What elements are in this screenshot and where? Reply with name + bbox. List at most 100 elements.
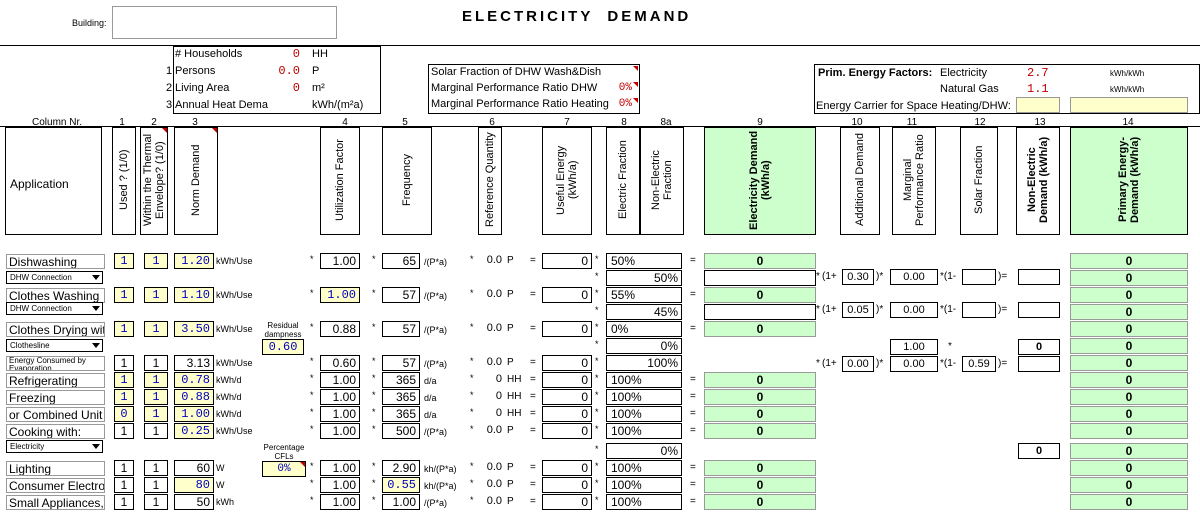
util-cell[interactable]: 0.88: [320, 321, 360, 337]
elfrac-cell[interactable]: 55%: [606, 287, 682, 303]
used-cell[interactable]: 1: [114, 460, 134, 476]
op-star: *: [310, 478, 314, 488]
norm-cell[interactable]: 1.00: [174, 406, 214, 422]
general-row-value[interactable]: 0: [292, 81, 300, 95]
cfl-value[interactable]: 0%: [262, 461, 306, 477]
freq-cell[interactable]: 500: [382, 423, 420, 439]
util-cell[interactable]: 1.00: [320, 460, 360, 476]
op-eq: =: [530, 408, 536, 419]
within-cell[interactable]: 1: [144, 372, 168, 388]
op-star: *: [372, 407, 376, 417]
freq-cell[interactable]: 2.90: [382, 460, 420, 476]
elfrac-cell[interactable]: 100%: [606, 477, 682, 493]
elfrac-cell[interactable]: 100%: [606, 406, 682, 422]
op-star: *: [310, 407, 314, 417]
freq-cell[interactable]: 365: [382, 372, 420, 388]
norm-cell[interactable]: 60: [174, 460, 214, 476]
within-cell[interactable]: 1: [144, 494, 168, 510]
op-star: *: [372, 461, 376, 471]
dropdown-dhw-connection-2[interactable]: DHW Connection: [6, 302, 103, 315]
within-cell[interactable]: 1: [144, 287, 168, 303]
freq-cell[interactable]: 1.00: [382, 494, 420, 510]
used-cell[interactable]: 0: [114, 406, 134, 422]
general-row-value[interactable]: 0.0: [278, 64, 300, 78]
util-cell[interactable]: 1.00: [320, 253, 360, 269]
within-cell[interactable]: 1: [144, 253, 168, 269]
building-input[interactable]: [112, 6, 337, 39]
ref-unit: P: [507, 496, 514, 507]
freq-cell[interactable]: 57: [382, 287, 420, 303]
used-cell[interactable]: 1: [114, 477, 134, 493]
freq-cell[interactable]: 365: [382, 406, 420, 422]
freq-cell[interactable]: 365: [382, 389, 420, 405]
op-star: *: [595, 288, 599, 298]
norm-cell[interactable]: 0.25: [174, 423, 214, 439]
within-cell[interactable]: 1: [144, 477, 168, 493]
dropdown-clothesline[interactable]: Clothesline: [6, 339, 103, 352]
freq-cell[interactable]: 65: [382, 253, 420, 269]
used-cell[interactable]: 1: [114, 287, 134, 303]
norm-cell[interactable]: 1.10: [174, 287, 214, 303]
additional-cell[interactable]: 0.00: [842, 356, 874, 372]
freq-cell[interactable]: 57: [382, 321, 420, 337]
norm-cell[interactable]: 3.13: [174, 355, 214, 371]
util-cell[interactable]: 1.00: [320, 477, 360, 493]
norm-cell[interactable]: 0.78: [174, 372, 214, 388]
column-number: 10: [851, 117, 863, 128]
util-cell[interactable]: 1.00: [320, 423, 360, 439]
within-cell[interactable]: 1: [144, 321, 168, 337]
op-star: *: [470, 495, 474, 505]
within-cell[interactable]: 1: [144, 389, 168, 405]
additional-cell[interactable]: 0.05: [842, 302, 874, 318]
util-cell[interactable]: 0.60: [320, 355, 360, 371]
prim-gas-value[interactable]: 1.1: [1027, 82, 1049, 96]
elfrac-cell[interactable]: 100%: [606, 494, 682, 510]
norm-cell[interactable]: 1.20: [174, 253, 214, 269]
used-cell[interactable]: 1: [114, 253, 134, 269]
used-cell[interactable]: 1: [114, 321, 134, 337]
within-cell[interactable]: 1: [144, 355, 168, 371]
freq-cell[interactable]: 0.55: [382, 477, 420, 493]
norm-cell[interactable]: 50: [174, 494, 214, 510]
norm-cell[interactable]: 0.88: [174, 389, 214, 405]
carrier-heating-input[interactable]: [1016, 97, 1060, 113]
dropdown-dhw-connection-1[interactable]: DHW Connection: [6, 271, 103, 284]
within-cell[interactable]: 1: [144, 460, 168, 476]
util-cell[interactable]: 1.00: [320, 389, 360, 405]
util-cell[interactable]: 1.00: [320, 372, 360, 388]
util-cell[interactable]: 1.00: [320, 494, 360, 510]
util-cell[interactable]: 1.00: [320, 287, 360, 303]
column-number: 12: [974, 117, 986, 128]
residual-value[interactable]: 0.60: [262, 339, 304, 355]
ref-unit: P: [507, 425, 514, 436]
mpr-cell: 0.00: [890, 302, 938, 318]
dropdown-cooking-energy[interactable]: Electricity: [6, 440, 103, 453]
used-cell[interactable]: 1: [114, 389, 134, 405]
elfrac-cell[interactable]: 100%: [606, 389, 682, 405]
norm-cell[interactable]: 3.50: [174, 321, 214, 337]
elec-cell: 0: [704, 253, 816, 269]
used-cell[interactable]: 1: [114, 355, 134, 371]
solar-row-value[interactable]: 0%: [602, 82, 638, 95]
norm-cell[interactable]: 80: [174, 477, 214, 493]
freq-cell[interactable]: 57: [382, 355, 420, 371]
within-cell[interactable]: 1: [144, 423, 168, 439]
additional-cell[interactable]: 0.30: [842, 269, 874, 285]
used-cell[interactable]: 1: [114, 423, 134, 439]
used-cell[interactable]: 1: [114, 372, 134, 388]
ref-unit: P: [507, 357, 514, 368]
elfrac-cell[interactable]: 100%: [606, 372, 682, 388]
elfrac-cell[interactable]: 100%: [606, 423, 682, 439]
elfrac-cell[interactable]: 0%: [606, 321, 682, 337]
solar-row-value[interactable]: 0%: [602, 98, 638, 111]
within-cell[interactable]: 1: [144, 406, 168, 422]
general-row-value[interactable]: 0: [292, 47, 300, 61]
elec-cell: 0: [704, 477, 816, 493]
used-cell[interactable]: 1: [114, 494, 134, 510]
carrier-dhw-input[interactable]: [1070, 97, 1188, 113]
elec-cell: 0: [704, 423, 816, 439]
util-cell[interactable]: 1.00: [320, 406, 360, 422]
prim-electricity-value[interactable]: 2.7: [1027, 66, 1049, 80]
elfrac-cell[interactable]: 100%: [606, 460, 682, 476]
elfrac-cell[interactable]: 50%: [606, 253, 682, 269]
